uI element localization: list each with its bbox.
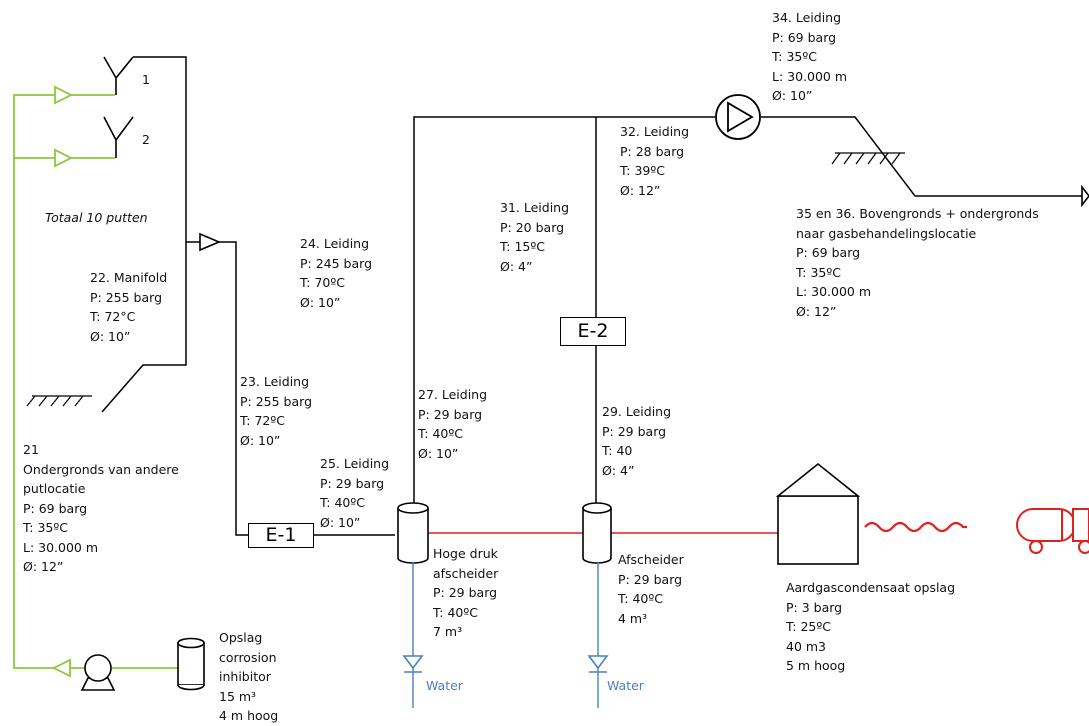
injection-pump-icon xyxy=(80,654,116,691)
water-outlet-1-label: Water xyxy=(426,678,463,693)
compressor-icon xyxy=(715,94,761,140)
separator-vessel-icon xyxy=(582,502,612,564)
outlet-arrow-icon xyxy=(1081,184,1089,208)
water-drain-icon xyxy=(402,655,609,673)
condensate-storage-icon xyxy=(775,462,861,565)
well-2-label: 2 xyxy=(142,132,150,147)
well-1-label: 1 xyxy=(142,72,150,87)
exchanger-e1[interactable]: E-1 xyxy=(248,523,314,548)
exchanger-e2[interactable]: E-2 xyxy=(560,317,626,346)
check-valve-icon xyxy=(199,232,222,252)
water-outlet-2-label: Water xyxy=(607,678,644,693)
corrosion-inhibitor-line xyxy=(13,94,178,669)
corrosion-inhibitor-tank-icon xyxy=(177,637,205,691)
green-arrow-icon xyxy=(51,85,74,678)
hp-separator-vessel-icon xyxy=(397,502,429,564)
ground-hatch-left xyxy=(26,395,92,407)
ground-hatch-right xyxy=(831,152,905,165)
total-wells-label: Totaal 10 putten xyxy=(45,210,148,225)
condensate-line xyxy=(428,521,967,534)
tanker-truck-icon xyxy=(1016,508,1089,554)
process-lines xyxy=(313,116,1082,536)
manifold-lines xyxy=(101,56,248,536)
well-icon xyxy=(103,56,134,158)
water-lines xyxy=(412,562,599,708)
